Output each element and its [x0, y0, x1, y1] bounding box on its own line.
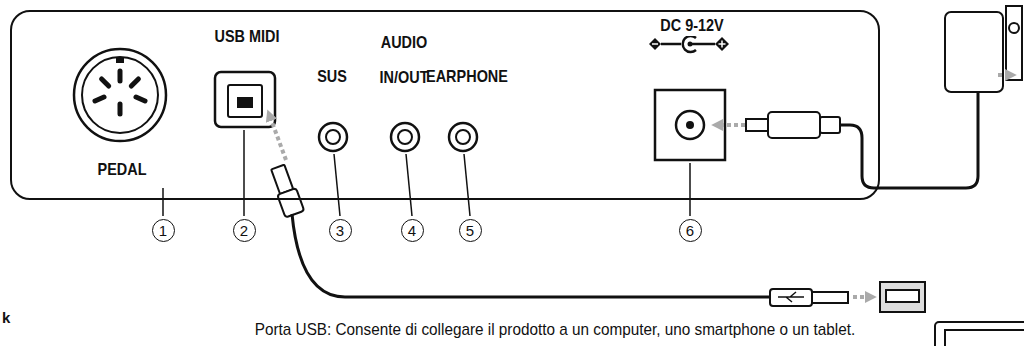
- power-adapter-part: [840, 92, 978, 188]
- edge-fragment: k: [2, 309, 10, 326]
- laptop: [935, 322, 1024, 346]
- callout-circle: 4: [401, 219, 424, 242]
- usb-cable: [268, 114, 872, 306]
- usb-cable-part: [778, 292, 804, 302]
- power-adapter: [716, 6, 1022, 188]
- power-adapter-part-part: [746, 119, 768, 131]
- leader-lines-part: [464, 154, 470, 216]
- callout-number: 2: [240, 223, 248, 238]
- din-connector-part-part: [118, 71, 123, 81]
- connector-label: EARPHONE: [426, 67, 508, 87]
- polarity-symbol-part: [715, 37, 729, 51]
- din-connector-part: [95, 71, 145, 114]
- din-connector: [74, 49, 166, 141]
- rear-panel: PEDAL USB MIDI SUS AUDIO IN/OUTEARPHONE DC 9…: [10, 10, 880, 200]
- power-adapter-part: [716, 123, 745, 127]
- leader-lines-part: [162, 188, 164, 216]
- dc-jack-part: [676, 111, 704, 139]
- callout-number: 6: [686, 223, 694, 238]
- power-adapter-part: [945, 12, 1003, 92]
- callout-number: 3: [336, 223, 344, 238]
- computer-port-part: [886, 290, 919, 302]
- audio-jacks-part: [449, 123, 477, 151]
- dc-jack: [655, 90, 725, 160]
- audio-jacks-part: [326, 130, 340, 144]
- usb-cable-part-part: [277, 188, 304, 217]
- usb-cable-part: [812, 292, 848, 303]
- callout-number: 1: [159, 223, 167, 238]
- callout-circle: 1: [152, 219, 175, 242]
- din-connector-part-part: [136, 97, 145, 101]
- polarity-symbol-part: [688, 42, 693, 47]
- polarity-symbol-part: [652, 43, 658, 45]
- usb-cable-part: [853, 295, 872, 299]
- din-connector-part: [82, 57, 158, 133]
- power-adapter-part: [998, 73, 1012, 77]
- callout-number: 4: [408, 223, 416, 238]
- din-connector-part-part: [102, 79, 109, 86]
- computer-port-part: [880, 282, 925, 312]
- din-connector-part-part: [131, 79, 138, 86]
- din-connector-part-part: [118, 104, 123, 114]
- din-connector-part: [116, 57, 124, 63]
- din-connector-part-part: [95, 97, 104, 101]
- usb-cable-part: [292, 214, 770, 297]
- leader-lines-part: [243, 130, 245, 216]
- connector-label: AUDIO IN/OUT: [380, 25, 429, 95]
- dc-jack-part: [655, 90, 725, 160]
- callout-circle: 6: [679, 219, 702, 242]
- connector-label: PEDAL: [98, 160, 147, 180]
- audio-jacks-part: [398, 130, 412, 144]
- laptop-part: [945, 330, 1024, 346]
- usb-cable-part: [770, 289, 812, 306]
- audio-jacks-part: [456, 130, 470, 144]
- leader-lines-part: [406, 154, 412, 216]
- audio-jacks-part: [391, 123, 419, 151]
- connector-label: SUS: [317, 67, 347, 87]
- callout-circle: 3: [329, 219, 352, 242]
- polarity-symbol-part: [649, 38, 661, 50]
- computer-port: [880, 282, 925, 312]
- power-adapter-part: [1009, 23, 1019, 33]
- power-adapter-part-part: [820, 117, 840, 133]
- connector-label: USB MIDI: [214, 27, 279, 47]
- usb-cable-part: [268, 164, 304, 218]
- polarity-symbol-part: [692, 43, 715, 46]
- connector-label: DC 9-12V: [658, 16, 727, 36]
- power-adapter-part: [746, 112, 840, 138]
- caption-note: Porta USB: Consente di collegare il prod…: [255, 320, 855, 340]
- power-adapter-part-part: [768, 112, 820, 138]
- polarity-symbol: [649, 36, 729, 52]
- polarity-symbol-part: [661, 43, 681, 46]
- usb-b-port-part: [228, 85, 262, 117]
- usb-b-port-part: [215, 72, 275, 127]
- audio-jacks: [319, 123, 477, 151]
- leader-lines: [163, 130, 690, 216]
- callout-circle: 5: [459, 219, 482, 242]
- usb-b-port: [215, 72, 275, 127]
- audio-jacks-part: [319, 123, 347, 151]
- din-connector-part: [74, 49, 166, 141]
- dc-jack-part: [686, 121, 694, 129]
- leader-lines-part: [334, 154, 340, 216]
- power-adapter-part: [1006, 6, 1022, 80]
- leader-lines-part: [689, 163, 691, 216]
- callout-circle: 2: [233, 219, 256, 242]
- usb-cable-part: [269, 114, 286, 160]
- polarity-symbol-part: [719, 41, 726, 48]
- laptop-part: [935, 322, 1024, 346]
- callout-number: 5: [466, 223, 474, 238]
- usb-b-port-part: [237, 97, 253, 108]
